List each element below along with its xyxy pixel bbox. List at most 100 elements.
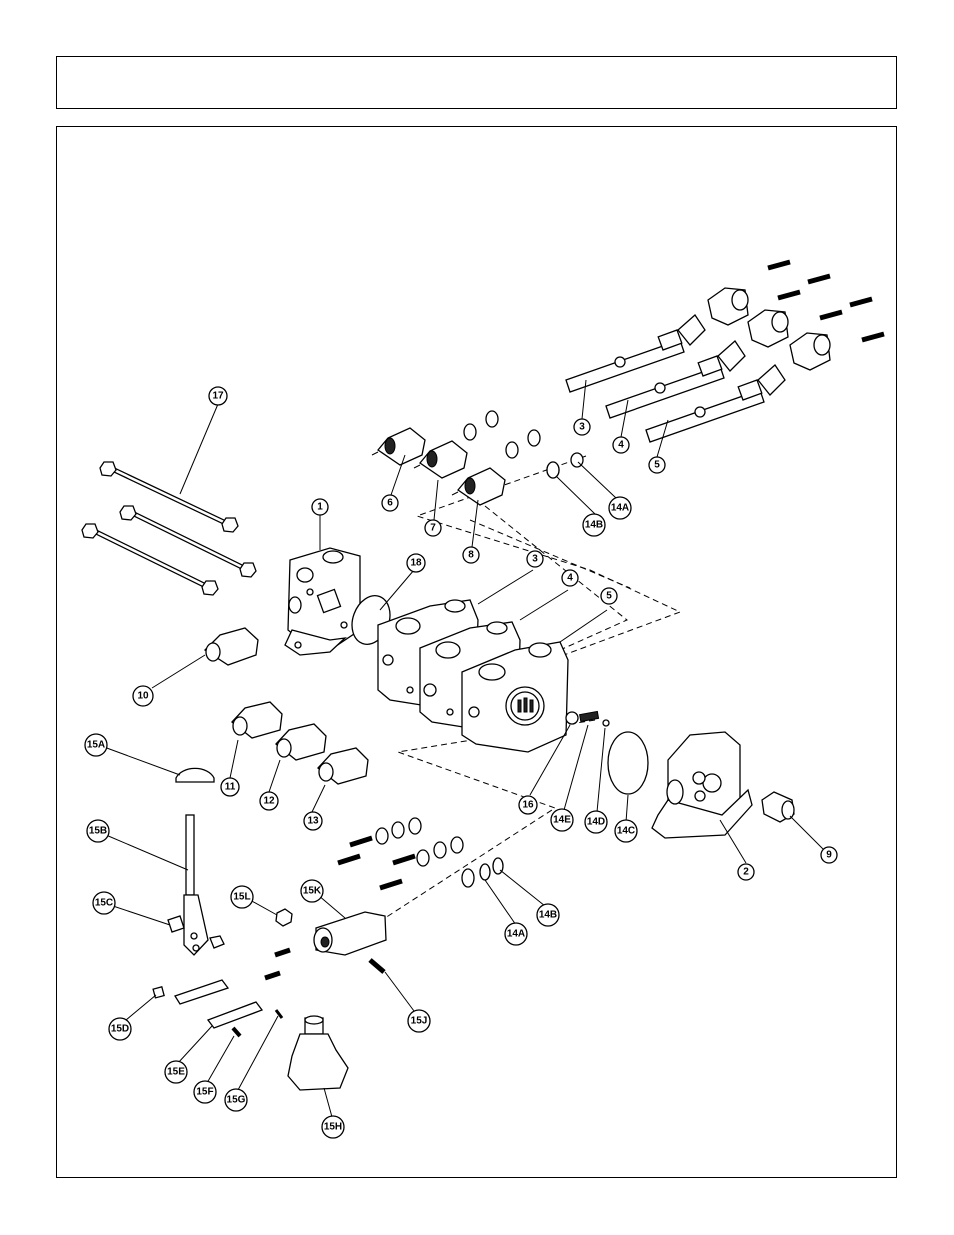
svg-text:15E: 15E <box>167 1067 185 1078</box>
leader-lines <box>103 379 828 1118</box>
seal-14b-upper <box>546 461 560 479</box>
callout-15h: 15H <box>321 1115 345 1139</box>
spring-14e <box>579 710 600 723</box>
callout-14b-upper: 14B <box>582 513 606 537</box>
svg-text:5: 5 <box>654 460 660 471</box>
spool-caps <box>707 287 831 371</box>
link-15e-upper <box>174 979 230 1005</box>
callout-14a-lower: 14A <box>504 922 528 946</box>
callout-15e: 15E <box>164 1060 188 1084</box>
callout-7: 7 <box>424 519 442 537</box>
callout-15g: 15G <box>224 1088 248 1112</box>
o-ring-14c <box>607 731 649 795</box>
cartridge-8 <box>451 467 506 506</box>
callout-18: 18 <box>406 553 426 573</box>
callout-3-section: 3 <box>526 550 544 568</box>
svg-text:3: 3 <box>579 422 585 433</box>
relief-12 <box>275 723 327 761</box>
boot-15h <box>287 1015 349 1091</box>
bolt-15e-lower <box>264 970 281 981</box>
callout-bubbles: 17 1 18 10 6 7 8 3 4 5 3 4 5 14A 14B 15A… <box>84 386 838 1139</box>
callout-15f: 15F <box>193 1080 217 1104</box>
header-frame <box>56 56 897 109</box>
callout-14d: 14D <box>584 810 608 834</box>
svg-text:7: 7 <box>430 523 436 534</box>
svg-text:18: 18 <box>410 558 422 569</box>
callout-15j: 15J <box>407 1009 431 1033</box>
inlet-cover <box>284 547 361 656</box>
cap-screws <box>767 259 885 343</box>
clip-15c-right <box>209 935 225 949</box>
spool-5 <box>645 364 786 443</box>
svg-text:15A: 15A <box>87 740 105 751</box>
svg-text:15C: 15C <box>95 898 113 909</box>
svg-text:14A: 14A <box>507 929 525 940</box>
seals-14a-14b-lower <box>461 857 504 888</box>
svg-text:15L: 15L <box>233 892 250 903</box>
svg-text:3: 3 <box>532 554 538 565</box>
ball-14d <box>602 719 610 727</box>
callout-14c: 14C <box>614 819 638 843</box>
nut-15l <box>275 908 293 927</box>
svg-text:10: 10 <box>137 691 149 702</box>
cartridge-7 <box>413 440 468 479</box>
svg-text:14B: 14B <box>585 520 603 531</box>
seal-rings-upper <box>463 410 584 479</box>
svg-text:17: 17 <box>212 391 224 402</box>
svg-text:4: 4 <box>618 440 624 451</box>
relief-10 <box>203 627 259 666</box>
svg-text:2: 2 <box>743 867 749 878</box>
spool-4 <box>605 340 746 419</box>
svg-text:14A: 14A <box>611 503 629 514</box>
callout-15b: 15B <box>86 819 110 843</box>
svg-text:15B: 15B <box>89 826 107 837</box>
callout-5-spool: 5 <box>648 456 666 474</box>
outlet-cover <box>651 731 753 839</box>
callout-3-spool: 3 <box>573 418 591 436</box>
callout-14e: 14E <box>550 808 574 832</box>
spool-3 <box>565 314 706 393</box>
relief-11 <box>231 701 283 739</box>
seal-16 <box>565 711 579 725</box>
tie-rods <box>81 461 257 596</box>
svg-text:15G: 15G <box>227 1095 246 1106</box>
svg-text:9: 9 <box>826 850 832 861</box>
callout-15d: 15D <box>108 1017 132 1041</box>
svg-text:16: 16 <box>522 800 534 811</box>
linkage-bolts <box>337 817 464 891</box>
svg-text:15F: 15F <box>196 1087 213 1098</box>
bracket-15k <box>313 911 387 956</box>
callout-10: 10 <box>132 685 154 707</box>
svg-text:15D: 15D <box>111 1024 129 1035</box>
cartridge-6 <box>371 427 426 466</box>
pin-15f <box>231 1026 242 1038</box>
svg-text:14E: 14E <box>553 815 571 826</box>
pin-15g <box>274 1009 284 1019</box>
callout-14b-lower: 14B <box>536 903 560 927</box>
svg-text:12: 12 <box>263 796 275 807</box>
svg-text:4: 4 <box>567 573 573 584</box>
callout-16: 16 <box>518 795 538 815</box>
svg-text:15K: 15K <box>303 886 322 897</box>
callout-14a-upper: 14A <box>608 496 632 520</box>
svg-text:14C: 14C <box>617 826 635 837</box>
assembly-guide-lines <box>384 455 682 919</box>
callout-15l: 15L <box>230 885 254 909</box>
clip-15c <box>167 915 185 933</box>
callout-4-section: 4 <box>561 569 579 587</box>
callout-8: 8 <box>462 546 480 564</box>
callout-15c: 15C <box>92 891 116 915</box>
svg-text:13: 13 <box>307 816 319 827</box>
svg-text:5: 5 <box>606 591 612 602</box>
callout-6: 6 <box>381 494 399 512</box>
handle-15b <box>183 814 209 956</box>
callout-5-section: 5 <box>600 587 618 605</box>
link-15e-lower <box>206 1001 264 1029</box>
bolt-15e-upper <box>274 947 291 958</box>
callout-1: 1 <box>311 498 329 516</box>
pin-15j <box>368 958 386 974</box>
svg-text:14D: 14D <box>587 817 605 828</box>
callout-2: 2 <box>737 863 755 881</box>
svg-text:14B: 14B <box>539 910 557 921</box>
